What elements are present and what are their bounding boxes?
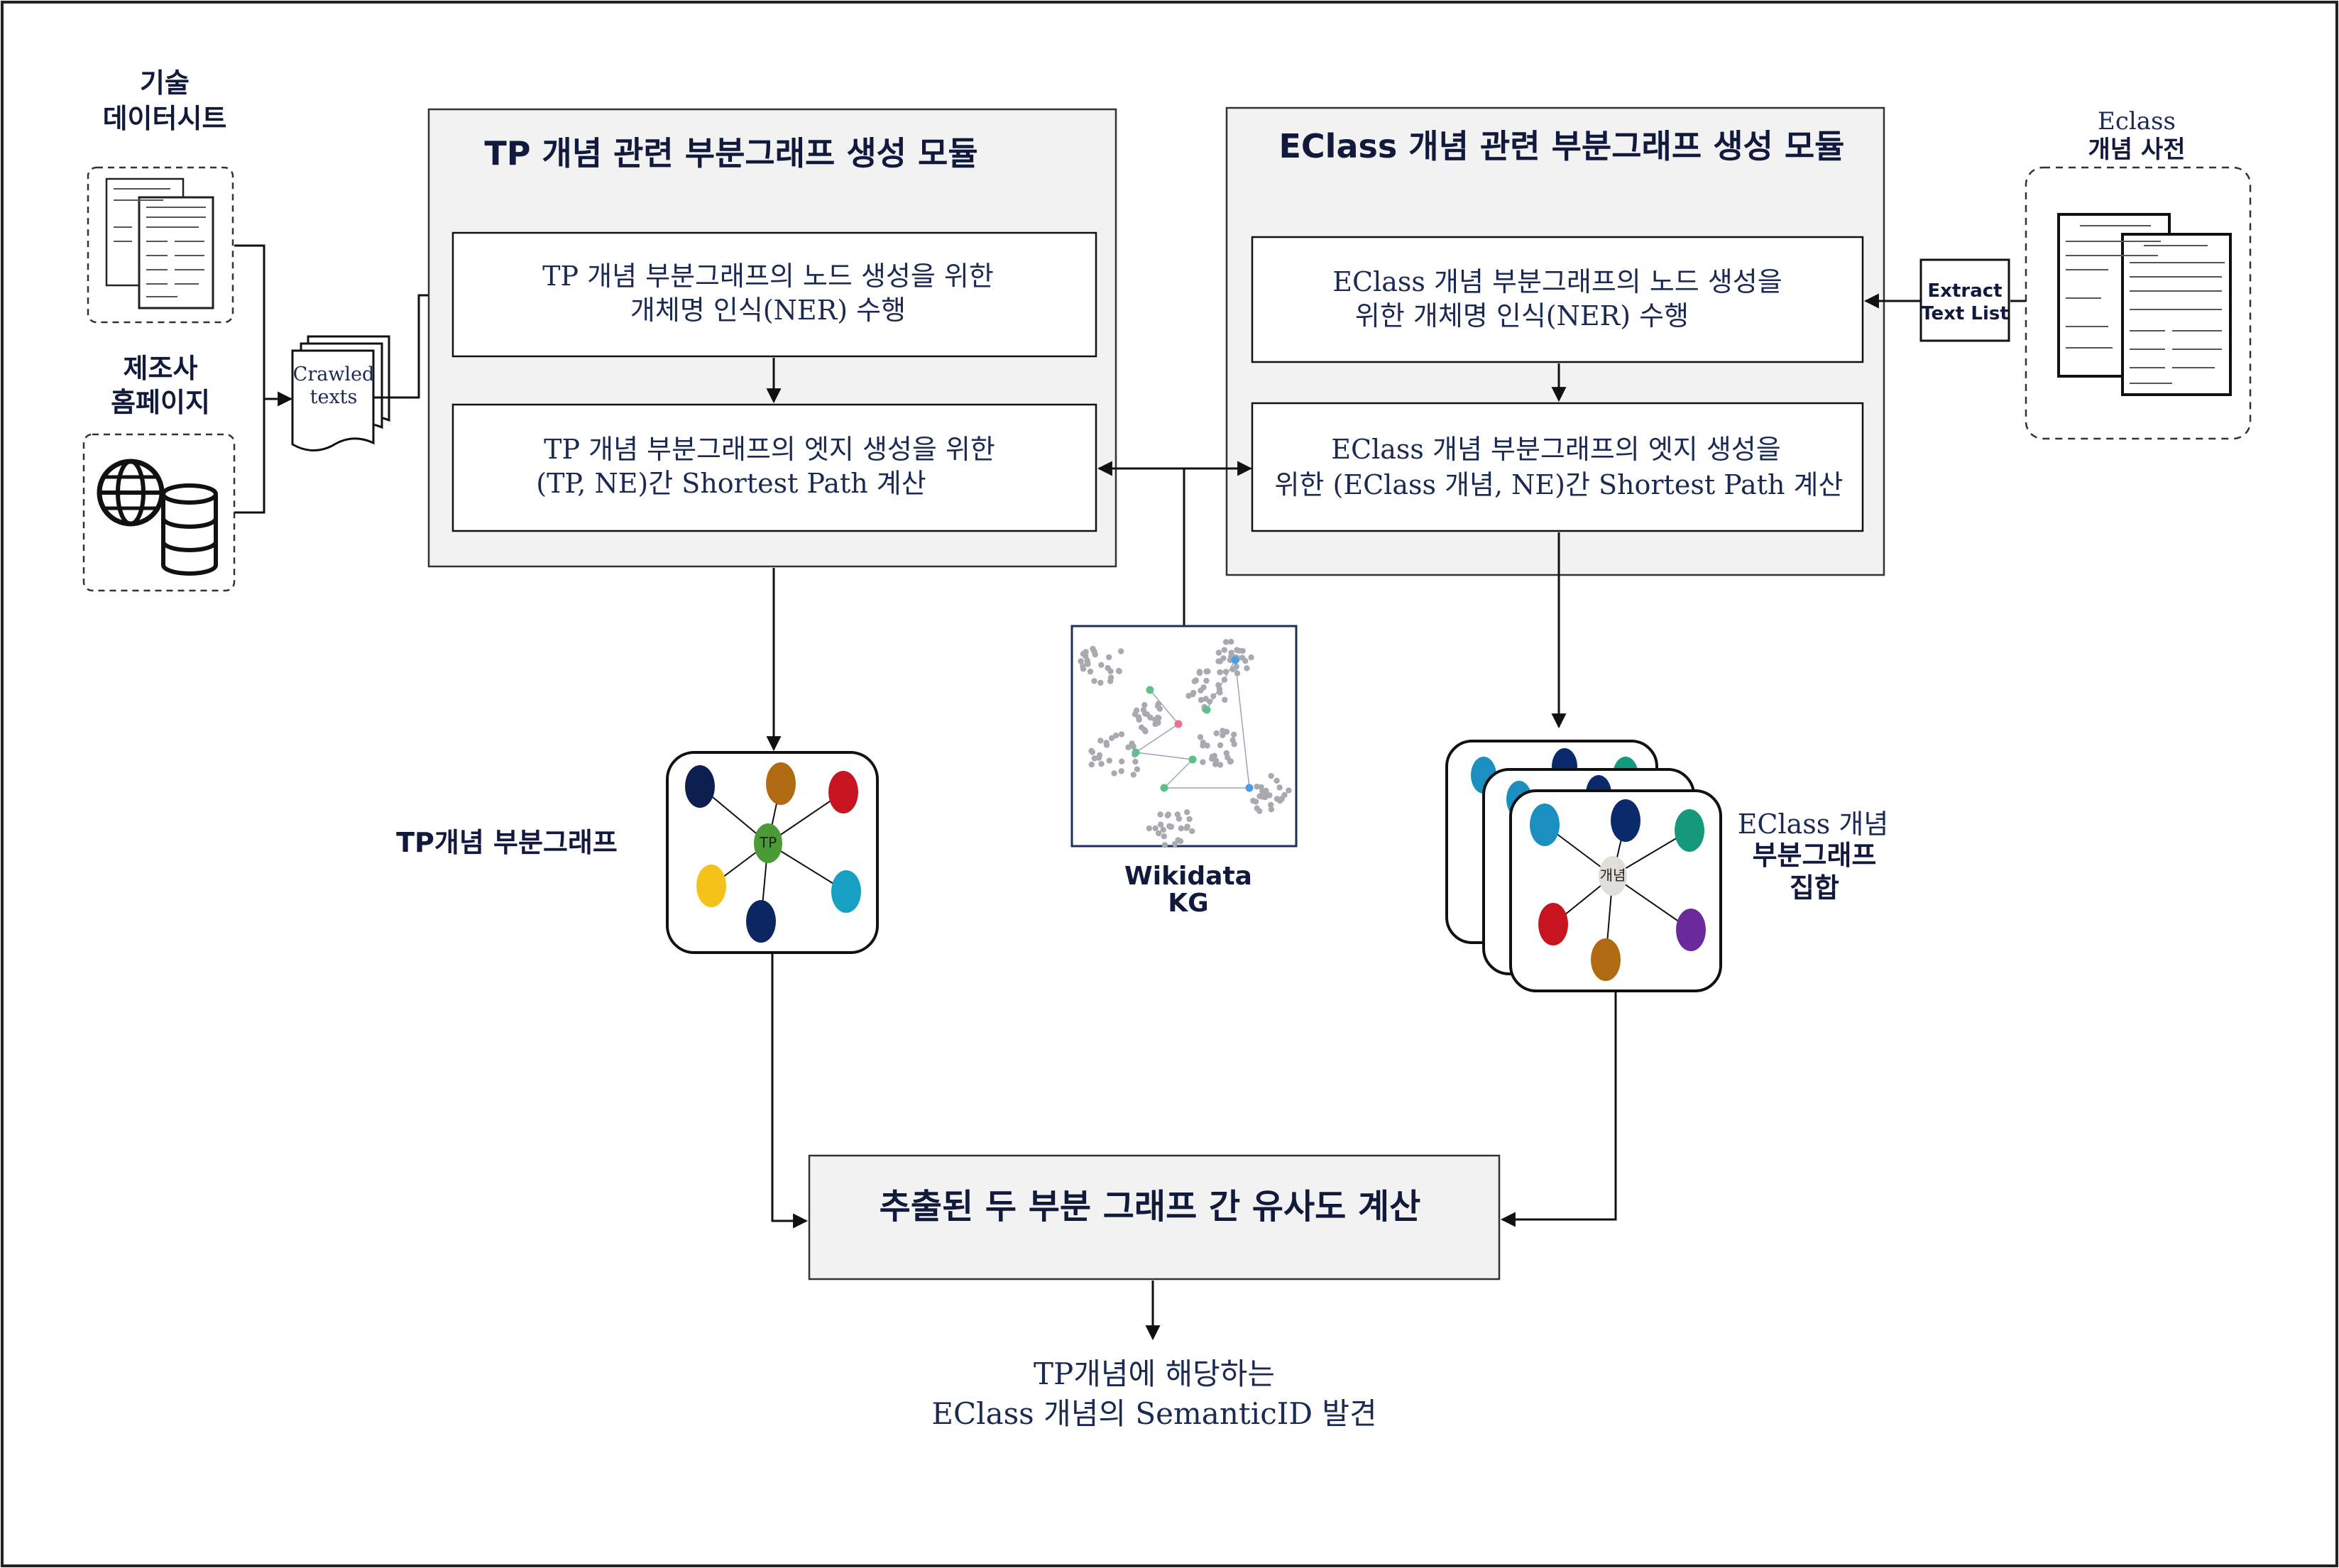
tech-datasheet-label-1: 기술 (140, 67, 190, 99)
ec-graph-node (1538, 903, 1568, 945)
crawled-label-1: Crawled (293, 363, 375, 385)
tp-edge-step-line1: TP 개념 부분그래프의 엣지 생성을 위한 (544, 434, 995, 465)
eclass-edge-step-line1: EClass 개념 부분그래프의 엣지 생성을 (1331, 434, 1780, 465)
tp-graph-node (746, 900, 776, 943)
tp-graph-center-node (754, 823, 782, 863)
tech-datasheet-label-2: 데이터시트 (103, 103, 227, 134)
manufacturer-homepage-icon (82, 433, 236, 592)
wikidata-label-2: KG (1168, 889, 1208, 918)
datasheet-to-crawled-arrow (234, 244, 293, 407)
database-icon (161, 483, 218, 576)
ec-graph-center-node (1599, 856, 1627, 896)
tp-graph-node (828, 771, 858, 813)
ec-graph-node (1611, 799, 1640, 842)
eclass-graph-label-3: 집합 (1790, 872, 1839, 904)
tp-graph-center-label: TP (759, 834, 777, 851)
wikidata-label-1: Wikidata (1124, 862, 1252, 891)
result-line2: EClass 개념의 SemanticID 발견 (931, 1396, 1376, 1431)
dictionary-label-1: Eclass (2098, 107, 2176, 136)
tech-datasheet-icon (87, 166, 234, 324)
similarity-box (808, 1154, 1501, 1281)
ec-graph-node (1591, 938, 1621, 981)
eclass-node-step-line1: EClass 개념 부분그래프의 노드 생성을 (1332, 266, 1782, 297)
tp-graph-node (831, 870, 861, 913)
crawled-label-2: texts (310, 386, 358, 408)
wikidata-kg-graph (1078, 638, 1292, 848)
ec-graph-node (1676, 909, 1706, 951)
tp-node-step-line2: 개체명 인식(NER) 수행 (630, 295, 906, 326)
eclass-subgraph: 개념 (1530, 799, 1706, 981)
eclass-edge-step-line2: 위한 (EClass 개념, NE)간 Shortest Path 계산 (1275, 469, 1844, 500)
globe-icon (97, 459, 165, 527)
manufacturer-label-1: 제조사 (124, 353, 198, 384)
eclass-edge-step-box (1251, 402, 1864, 532)
homepage-to-crawled-line (234, 399, 265, 514)
eclass-graph-to-similarity-arrow (1500, 992, 1617, 1227)
extract-label-1: Extract (1927, 280, 2002, 302)
eclass-node-step-box (1251, 236, 1864, 363)
similarity-label: 추출된 두 부분 그래프 간 유사도 계산 (880, 1187, 1421, 1227)
eclass-module-title: EClass 개념 관련 부분그래프 생성 모듈 (1279, 127, 1845, 165)
tp-edge-step-line2: (TP, NE)간 Shortest Path 계산 (536, 468, 926, 499)
result-line1: TP개념에 해당하는 (1034, 1356, 1275, 1391)
eclass-node-step-line2: 위한 개체명 인식(NER) 수행 (1355, 300, 1689, 331)
wikidata-kg-image (1070, 625, 1298, 848)
eclass-graph-label-2: 부분그래프 (1753, 840, 1877, 871)
extract-label-2: Text List (1921, 303, 2009, 324)
ec-graph-node (1530, 804, 1560, 846)
tp-node-step-line1: TP 개념 부분그래프의 노드 생성을 위한 (542, 261, 994, 292)
tp-graph-to-similarity-arrow (771, 954, 809, 1229)
ec-graph-center-label: 개념 (1600, 867, 1626, 884)
ec-graph-node (1675, 809, 1704, 852)
manufacturer-label-2: 홈페이지 (111, 387, 210, 418)
tp-graph-label: TP개념 부분그래프 (396, 827, 618, 858)
eclass-graph-label-1: EClass 개념 (1738, 808, 1889, 840)
tp-graph-node (696, 865, 726, 907)
tp-module-title: TP 개념 관련 부분그래프 생성 모듈 (484, 134, 977, 172)
tp-graph-node (685, 765, 715, 808)
tp-edge-step-box (451, 403, 1097, 532)
tp-node-step-box (451, 231, 1097, 358)
dictionary-label-2: 개념 사전 (2088, 136, 2186, 164)
tp-subgraph: TP (685, 762, 861, 943)
crawled-texts-icon (291, 335, 390, 451)
tp-graph-node (766, 762, 796, 805)
extract-text-list-box (1919, 258, 2010, 342)
eclass-dictionary-icon (2025, 166, 2252, 440)
